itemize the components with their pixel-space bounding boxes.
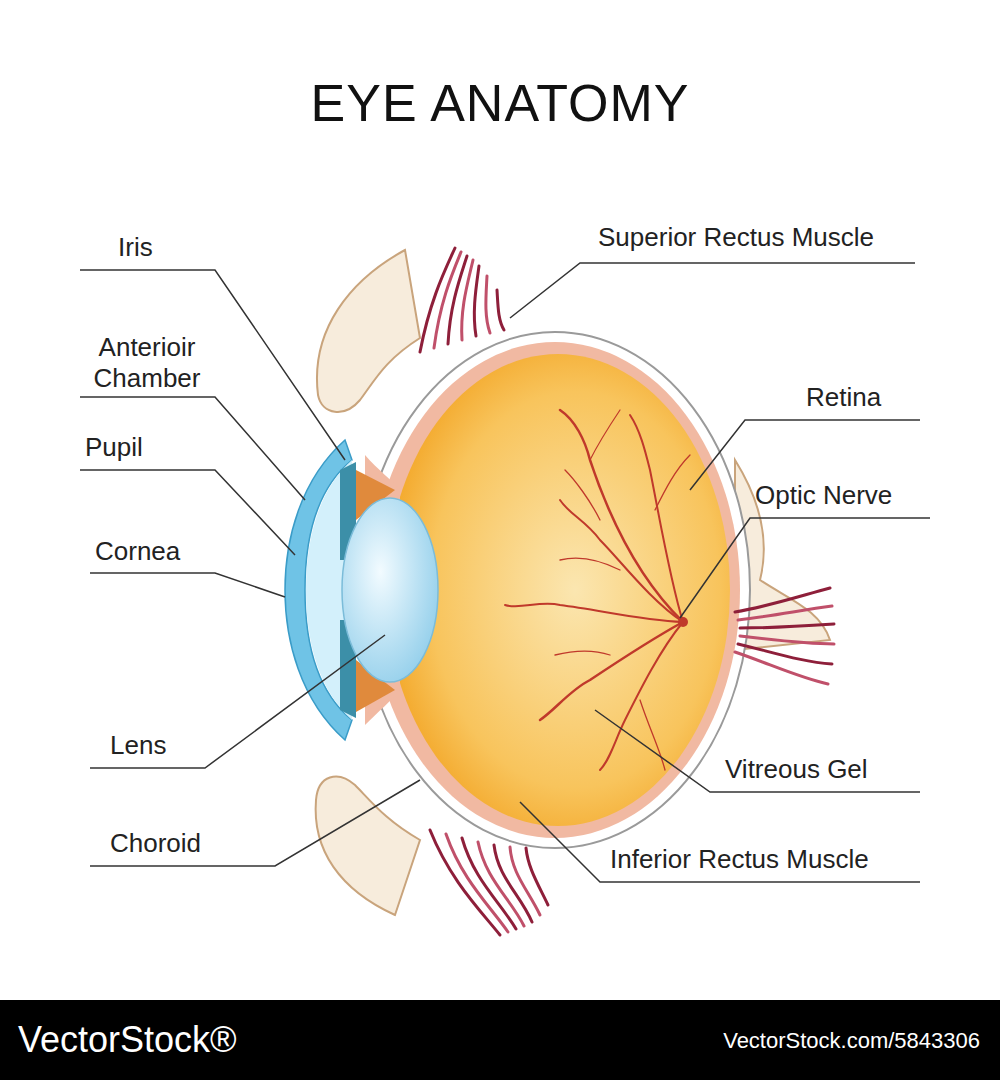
part-label: Lens: [110, 730, 166, 761]
watermark-bar: [0, 1000, 1000, 1080]
part-label: Pupil: [85, 432, 143, 463]
part-label: Vitreous Gel: [725, 754, 868, 785]
blood-vessels: [505, 410, 690, 770]
part-label: Optic Nerve: [755, 480, 892, 511]
superior-rectus-muscle: [420, 248, 504, 352]
orbit-bone: [316, 250, 830, 915]
part-label: Iris: [118, 232, 153, 263]
diagram-title: EYE ANATOMY: [0, 72, 1000, 134]
part-label: Inferior Rectus Muscle: [610, 844, 869, 875]
part-label: Cornea: [95, 536, 180, 567]
part-label: Retina: [806, 382, 881, 413]
part-label: Choroid: [110, 828, 201, 859]
leader-lines: [80, 263, 930, 882]
watermark: VectorStock®: [18, 1018, 237, 1061]
optic-nerve: [735, 588, 834, 684]
part-label: Superior Rectus Muscle: [598, 222, 874, 253]
front-of-eye: [285, 440, 438, 740]
watermark: VectorStock.com/5843306: [620, 1028, 980, 1054]
part-label: Anterioir Chamber: [72, 332, 222, 394]
